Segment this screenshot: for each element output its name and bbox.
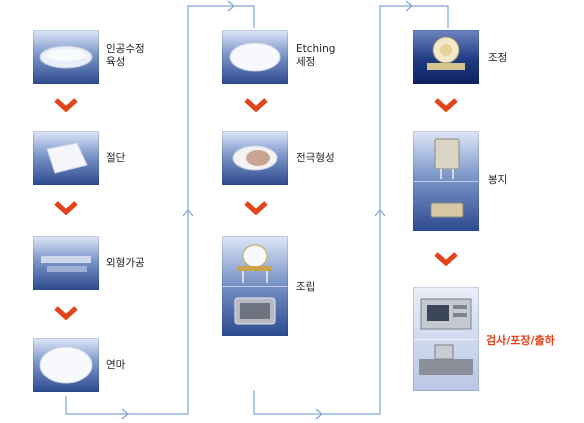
step-image-crystal-growth [33, 30, 99, 84]
step-image-etching [222, 30, 288, 84]
step-label: 조정 [488, 52, 508, 64]
step-image-adjustment [413, 30, 479, 84]
step-image-sealing [413, 131, 479, 231]
step-image-polishing [33, 338, 99, 392]
step-label: 연마 [106, 359, 126, 371]
step-label: 인공수정 육성 [106, 43, 145, 68]
step-image-cutting [33, 131, 99, 185]
step-label: Etching 세정 [296, 43, 336, 68]
step-label: 외형가공 [106, 257, 145, 269]
step-image-shape-processing [33, 236, 99, 290]
step-label: 절단 [106, 152, 126, 164]
step-label: 전극형성 [296, 152, 335, 164]
step-label: 봉지 [488, 174, 508, 186]
step-image-inspection [413, 287, 479, 391]
step-label: 조립 [296, 281, 316, 293]
step-image-electrode [222, 131, 288, 185]
step-image-assembly [222, 236, 288, 336]
step-label-final: 검사/포장/출하 [486, 334, 555, 347]
